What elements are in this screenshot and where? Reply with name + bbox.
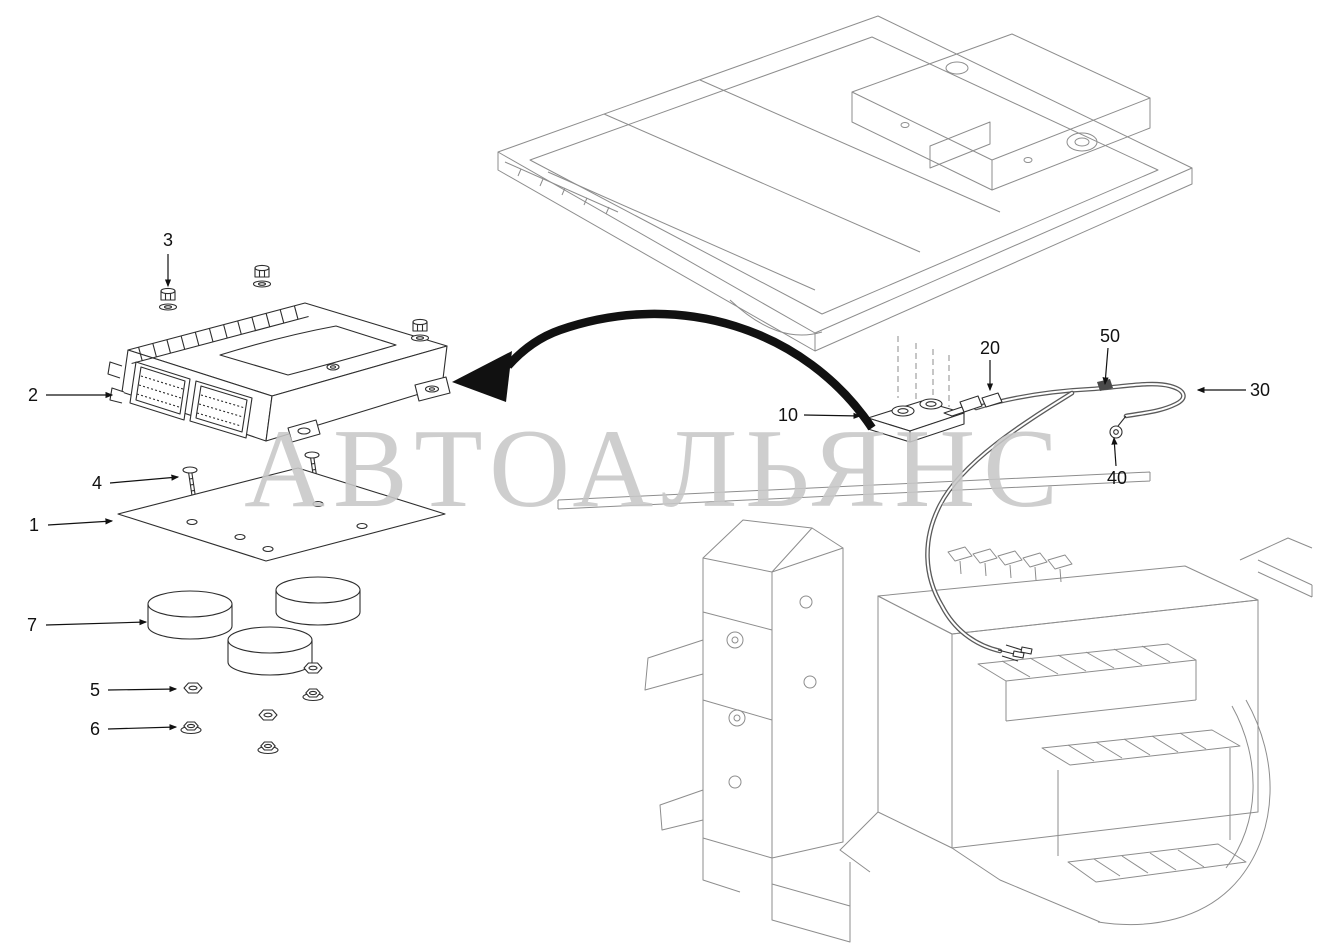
callout-40-leader — [1111, 436, 1118, 467]
callout-30-label: 30 — [1250, 380, 1270, 400]
callout-5-leader — [107, 685, 178, 693]
relay-socket — [947, 546, 973, 562]
harness-end-connector — [1020, 646, 1033, 655]
alignment-dashed-lines — [897, 336, 950, 407]
callout-40-label: 40 — [1107, 468, 1127, 488]
chassis-drawing — [557, 471, 1313, 943]
callout-3: 3 — [163, 230, 173, 288]
callout-1-label: 1 — [29, 515, 39, 535]
sensor-bracket — [867, 398, 971, 443]
callout-2: 2 — [28, 385, 114, 405]
frame-rail — [557, 471, 1151, 510]
callout-20: 20 — [980, 338, 1000, 392]
floor-panel-outline — [497, 15, 1193, 334]
ecu-mounting-foot — [287, 419, 321, 443]
cab-bracket — [702, 557, 773, 859]
ecu-cooling-fins — [138, 305, 299, 361]
callout-4: 4 — [92, 473, 180, 493]
callout-30: 30 — [1196, 380, 1270, 400]
isolator — [147, 590, 233, 640]
callout-50: 50 — [1100, 326, 1120, 386]
ecu-assembly — [107, 264, 451, 755]
flange-nut — [302, 688, 324, 702]
flange-nut — [180, 721, 202, 735]
floor-hatch — [929, 121, 991, 169]
callout-4-leader — [109, 474, 180, 484]
step-box — [877, 565, 1259, 635]
mounting-plate-outline — [117, 467, 446, 562]
callout-50-label: 50 — [1100, 326, 1120, 346]
harness-connector — [981, 392, 1003, 408]
nut — [258, 709, 278, 721]
nuts — [180, 662, 324, 755]
watermark-text: АВТОАЛЬЯНС — [244, 407, 1066, 531]
callout-20-label: 20 — [980, 338, 1000, 358]
callout-1-leader — [47, 518, 114, 526]
callout-7-label: 7 — [27, 615, 37, 635]
callout-6-leader — [107, 724, 178, 731]
bolt — [158, 287, 178, 311]
isolator — [275, 576, 361, 626]
callout-5-label: 5 — [90, 680, 100, 700]
upper-step-tread — [977, 643, 1197, 682]
ring-terminal — [1109, 425, 1123, 439]
callouts: 3 2 4 1 7 5 6 10 — [27, 230, 1270, 739]
transfer-arrow — [452, 309, 876, 431]
callout-5: 5 — [90, 680, 178, 700]
nut — [183, 682, 203, 694]
ecu-connector-b — [189, 380, 253, 439]
callout-6: 6 — [90, 719, 178, 739]
callout-10: 10 — [778, 405, 862, 425]
ecu-cover-recess — [219, 325, 397, 376]
callout-10-leader — [803, 412, 862, 420]
cab-floor-drawing — [497, 15, 1193, 352]
callout-40: 40 — [1107, 436, 1127, 488]
callout-1: 1 — [29, 515, 114, 535]
harness-connector — [959, 395, 983, 413]
vibration-isolators — [147, 576, 361, 676]
mid-step-tread — [1041, 729, 1241, 766]
callout-6-label: 6 — [90, 719, 100, 739]
mounting-plate — [117, 467, 446, 562]
bolt — [410, 318, 430, 342]
bolt — [252, 264, 272, 288]
callout-4-label: 4 — [92, 473, 102, 493]
floor-hole — [1066, 132, 1098, 152]
callout-10-label: 10 — [778, 405, 798, 425]
callout-50-leader — [1102, 347, 1109, 386]
transfer-arrow-shaft — [504, 309, 876, 431]
isolator — [227, 626, 313, 676]
wiring-harness — [925, 379, 1186, 662]
callout-7-leader — [45, 619, 148, 626]
callout-2-label: 2 — [28, 385, 38, 405]
ecu-mounting-ear — [414, 376, 451, 402]
flange-nut — [257, 741, 279, 755]
lower-step-tread — [1067, 843, 1247, 883]
callout-7: 7 — [27, 615, 148, 635]
nut — [303, 662, 323, 674]
transfer-arrow-head — [452, 351, 512, 402]
callout-3-label: 3 — [163, 230, 173, 250]
